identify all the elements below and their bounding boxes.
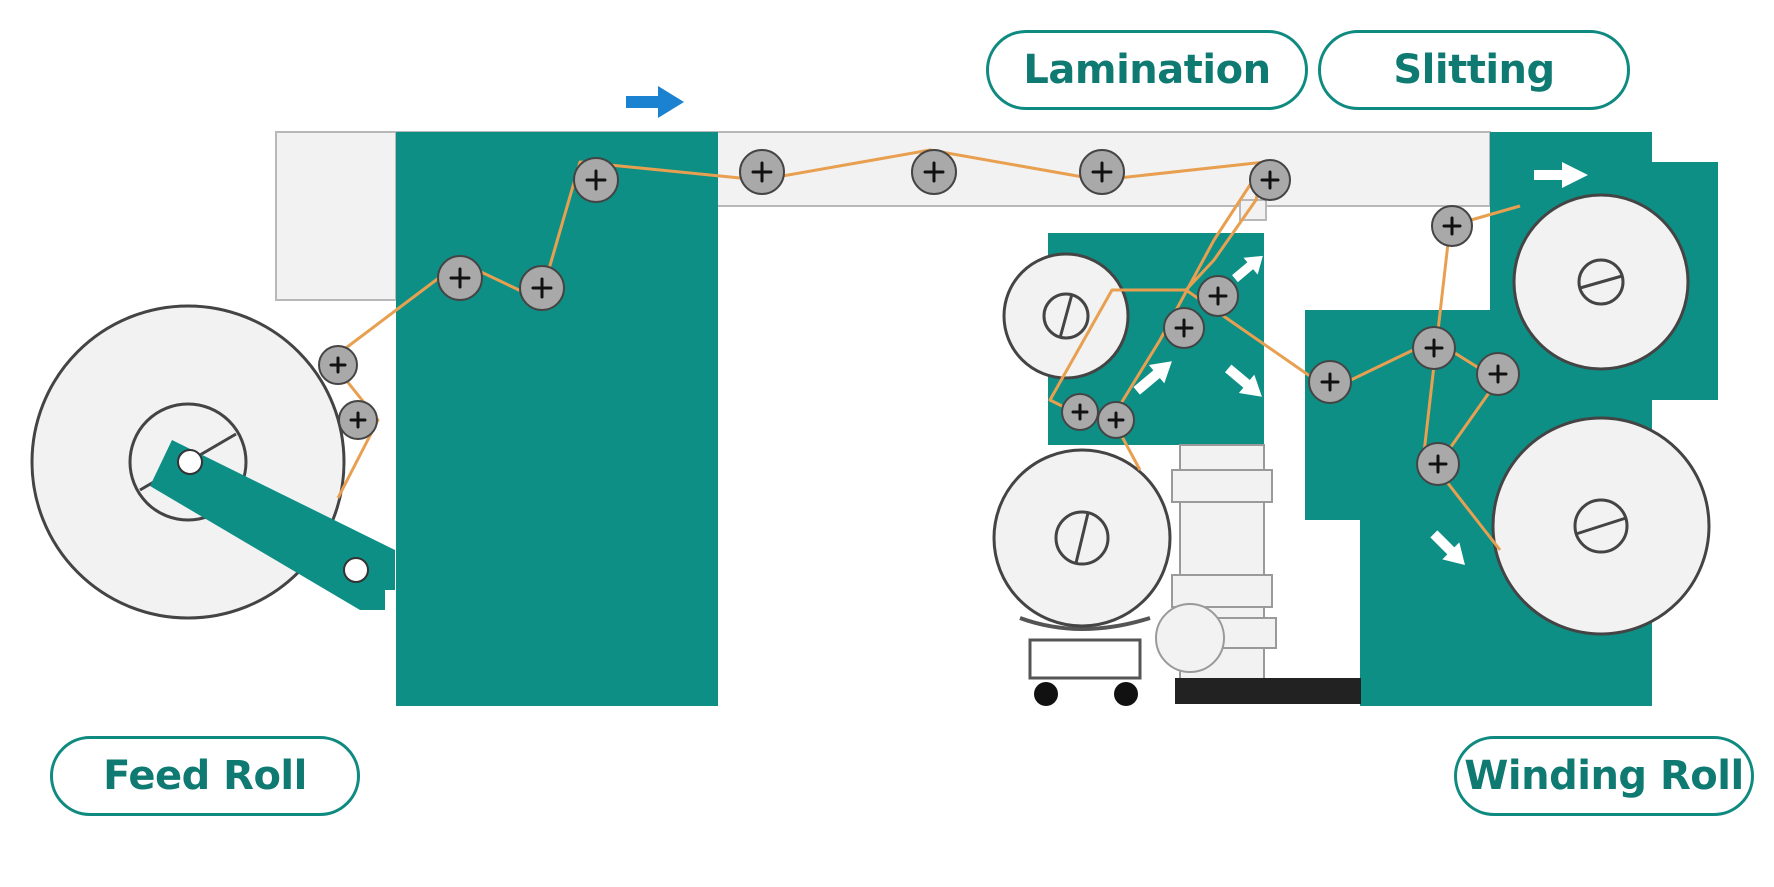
feed-roll-arm xyxy=(150,440,395,610)
cart-wheel xyxy=(1034,682,1058,706)
flow-direction-arrow xyxy=(1224,364,1262,397)
feed-roll-label: Feed Roll xyxy=(50,736,360,816)
left-top-panel xyxy=(275,131,397,301)
flow-direction-arrow xyxy=(1534,162,1588,188)
roller-plus-marks xyxy=(329,161,1508,474)
feed-tower-block xyxy=(396,132,718,706)
slitting-label: Slitting xyxy=(1318,30,1630,110)
column-joint xyxy=(1171,574,1273,608)
winding-roll-label: Winding Roll xyxy=(1454,736,1754,816)
arm-pivot xyxy=(343,557,369,583)
arm-pivot xyxy=(177,449,203,475)
machine-base xyxy=(1175,678,1361,704)
flow-direction-arrow xyxy=(626,86,684,118)
cart-wheel xyxy=(1114,682,1138,706)
flow-direction-arrow xyxy=(1133,361,1172,395)
cart-body xyxy=(1028,638,1142,680)
winder-block xyxy=(1360,132,1718,706)
flow-direction-arrow xyxy=(1430,530,1465,565)
cart-cradle xyxy=(1019,616,1151,631)
column-pulley xyxy=(1155,603,1225,673)
column-joint xyxy=(1171,469,1273,503)
lamination-label: Lamination xyxy=(986,30,1308,110)
flow-direction-arrow xyxy=(1232,255,1263,283)
